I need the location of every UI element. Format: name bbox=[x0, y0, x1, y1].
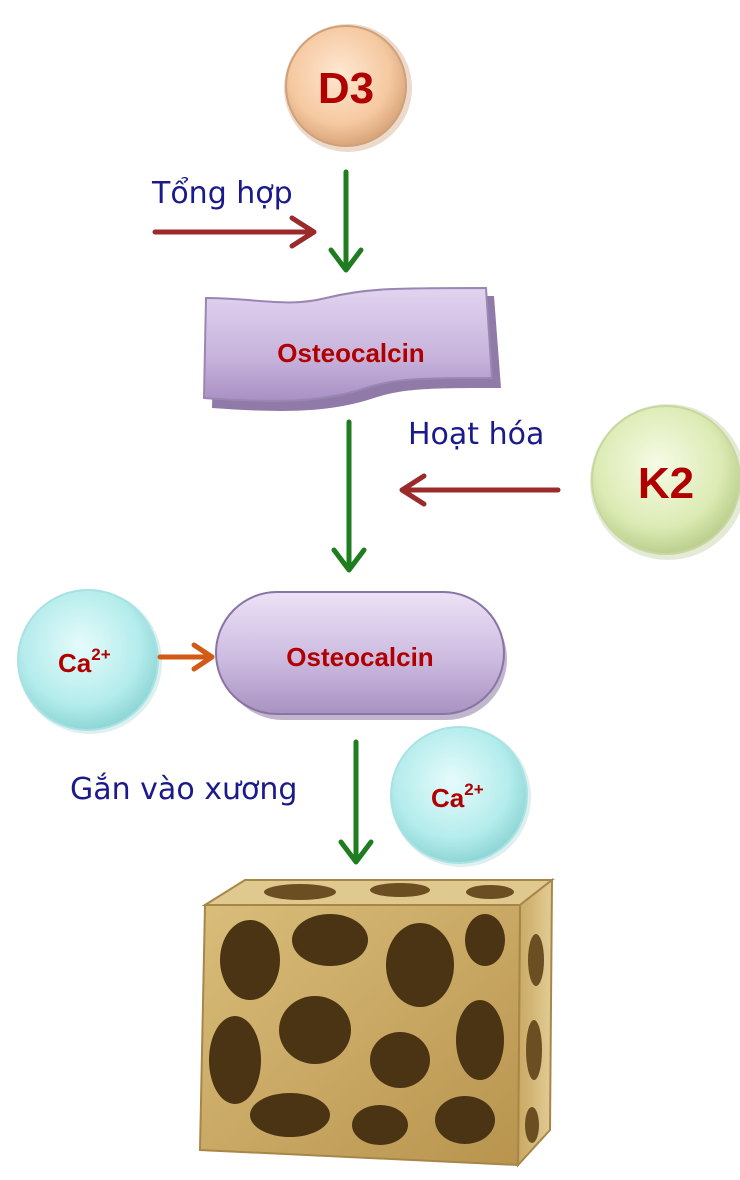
osteocalcin-inactive-node: Osteocalcin bbox=[202, 286, 501, 411]
calcium-right-label: Ca2+ bbox=[431, 780, 484, 813]
activate-label: Hoạt hóa bbox=[408, 417, 545, 452]
calcium-node-left: Ca2+ bbox=[17, 589, 162, 734]
k2-node: K2 bbox=[590, 404, 740, 560]
arrow-activate bbox=[331, 419, 367, 573]
osteocalcin-inactive-label: Osteocalcin bbox=[277, 338, 424, 368]
activate-arrow bbox=[399, 473, 561, 507]
k2-label: K2 bbox=[638, 459, 694, 508]
bind-to-bone-label: Gắn vào xương bbox=[70, 772, 298, 807]
osteocalcin-active-label: Osteocalcin bbox=[286, 642, 433, 672]
d3-label: D3 bbox=[318, 64, 374, 113]
synthesize-label: Tổng hợp bbox=[152, 176, 293, 211]
d3-node: D3 bbox=[284, 24, 412, 152]
calcium-node-right: Ca2+ bbox=[390, 726, 531, 867]
arrow-bind-to-bone bbox=[338, 739, 374, 865]
arrow-synthesize bbox=[328, 169, 364, 273]
calcium-left-label: Ca2+ bbox=[58, 645, 111, 678]
synthesize-arrow bbox=[152, 215, 317, 249]
osteocalcin-active-node: Osteocalcin bbox=[215, 591, 507, 720]
calcium-arrow bbox=[157, 642, 215, 672]
trabecular-bone-icon bbox=[198, 877, 555, 1168]
